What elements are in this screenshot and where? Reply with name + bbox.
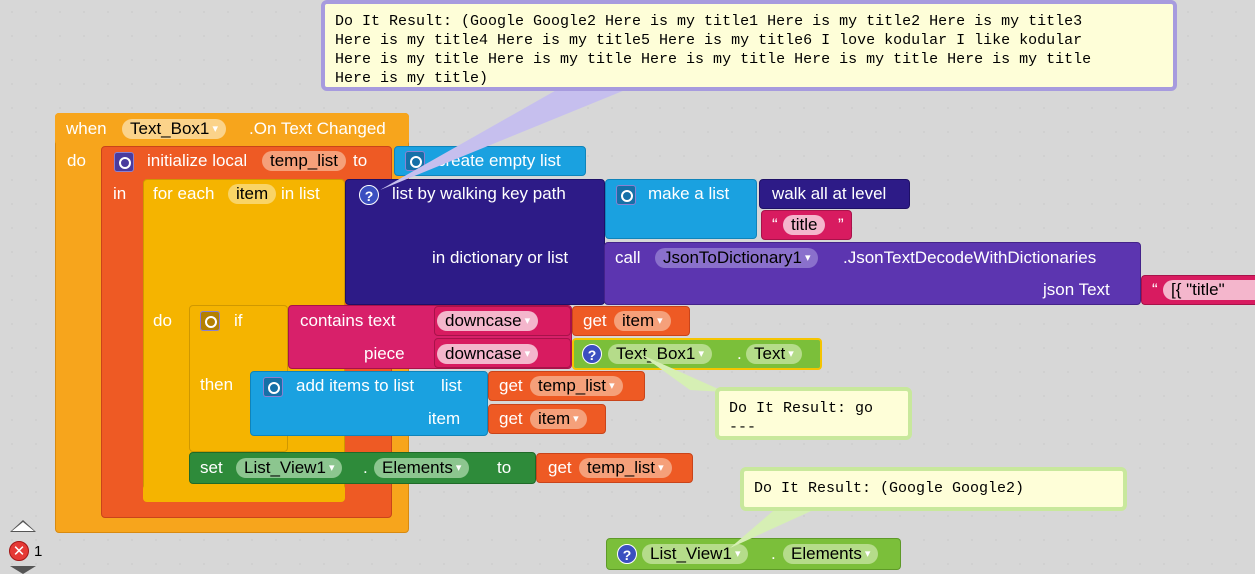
listview-dot: . — [771, 544, 776, 563]
get-item2-label: get — [499, 409, 523, 428]
if-gear-icon[interactable] — [200, 311, 220, 331]
title-close-quote: ” — [838, 215, 844, 234]
walk-all-label: walk all at level — [772, 184, 887, 203]
add-items-gear-icon[interactable] — [263, 377, 283, 397]
get-temp-var-dropdown[interactable]: temp_list — [530, 376, 623, 396]
set-component-dropdown[interactable]: List_View1 — [236, 458, 343, 478]
json-string-field[interactable]: [{ "title" — [1163, 280, 1255, 300]
set-to-label: to — [497, 458, 512, 477]
add-items-block[interactable] — [250, 371, 488, 436]
event-header — [55, 113, 409, 145]
list-gear-icon[interactable] — [405, 151, 425, 171]
title-string-field[interactable]: title — [783, 215, 826, 235]
do-it-result-main-bubble: Do It Result: (Google Google2 Here is my… — [321, 0, 1177, 91]
for-each-bottom — [143, 485, 345, 502]
walk-all-block[interactable] — [759, 179, 910, 209]
set-prop-dropdown[interactable]: Elements — [374, 458, 470, 478]
for-each-do-label: do — [153, 311, 172, 330]
listview-help-icon[interactable]: ? — [617, 544, 637, 564]
dict-or-list-label: in dictionary or list — [432, 248, 569, 267]
listview-component-dropdown[interactable]: List_View1 — [642, 544, 749, 564]
piece-label: piece — [364, 344, 405, 363]
textbox-component-dropdown[interactable]: Text_Box1 — [608, 344, 712, 364]
get-item2-var-dropdown[interactable]: item — [530, 409, 587, 429]
help-icon[interactable]: ? — [359, 185, 379, 205]
get-item-label: get — [583, 311, 607, 330]
to-label: to — [353, 151, 368, 170]
json-text-label: json Text — [1043, 280, 1110, 299]
json-open-quote: “ — [1152, 280, 1158, 299]
if-label: if — [234, 311, 243, 330]
get-item-var-dropdown[interactable]: item — [614, 311, 671, 331]
add-items-list-label: list — [441, 376, 462, 395]
warning-nav-down-icon[interactable] — [10, 566, 36, 574]
set-label: set — [200, 458, 223, 477]
do-label: do — [67, 151, 86, 170]
event-name-label: .On Text Changed — [249, 119, 386, 138]
in-list-label: in list — [281, 184, 320, 203]
call-label: call — [615, 248, 641, 267]
get-temp2-label: get — [548, 458, 572, 477]
add-items-item-label: item — [428, 409, 461, 428]
event-component-dropdown[interactable]: Text_Box1 — [122, 119, 226, 139]
error-count: 1 — [34, 543, 43, 560]
json-method-label: .JsonTextDecodeWithDictionaries — [843, 248, 1097, 267]
when-label: when — [66, 119, 107, 138]
walking-key-path-label: list by walking key path — [392, 184, 566, 203]
do-it-result-google-bubble: Do It Result: (Google Google2) — [740, 467, 1127, 511]
contains-text-label: contains text — [300, 311, 396, 330]
title-open-quote: “ — [772, 215, 778, 234]
for-each-label: for each — [153, 184, 215, 203]
create-empty-list-label: create empty list — [437, 151, 561, 170]
make-a-list-label: make a list — [648, 184, 730, 203]
textbox-dot: . — [737, 344, 742, 363]
make-list-gear-icon[interactable] — [616, 185, 636, 205]
json-component-dropdown[interactable]: JsonToDictionary1 — [655, 248, 819, 268]
error-icon[interactable]: ✕ — [9, 541, 29, 561]
local-var-name-field[interactable]: temp_list — [262, 151, 347, 171]
listview-prop-dropdown[interactable]: Elements — [783, 544, 879, 564]
get-temp-label: get — [499, 376, 523, 395]
warning-nav-up-inner — [12, 522, 34, 531]
for-each-var-field[interactable]: item — [228, 184, 277, 204]
walking-key-path-block[interactable] — [345, 179, 605, 305]
set-dot: . — [363, 458, 368, 477]
textbox-help-icon[interactable]: ? — [582, 344, 602, 364]
then-label: then — [200, 375, 234, 394]
do-it-result-go-bubble: Do It Result: go --- — [715, 387, 912, 440]
downcase-dropdown-2[interactable]: downcase — [437, 344, 539, 364]
add-items-label: add items to list — [296, 376, 415, 395]
mutator-gear-icon[interactable] — [114, 152, 134, 172]
textbox-prop-dropdown[interactable]: Text — [746, 344, 802, 364]
downcase-dropdown-1[interactable]: downcase — [437, 311, 539, 331]
get-temp2-var-dropdown[interactable]: temp_list — [579, 458, 672, 478]
initialize-local-label: initialize local — [147, 151, 248, 170]
in-label: in — [113, 184, 127, 203]
